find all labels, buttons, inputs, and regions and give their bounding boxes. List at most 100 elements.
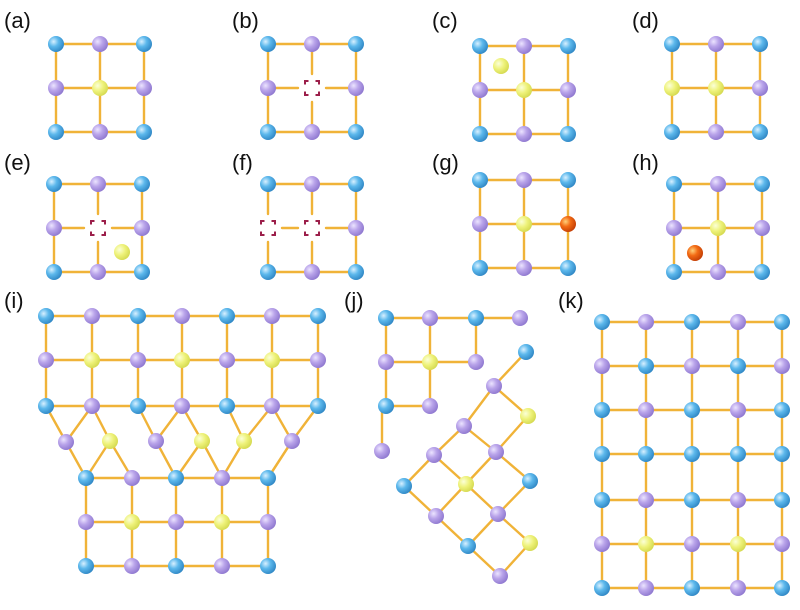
purple-atom-a	[92, 124, 108, 140]
purple-atom-i	[284, 433, 300, 449]
vacancy-marker-f	[304, 220, 320, 236]
blue-atom-i	[38, 398, 54, 414]
purple-atom-j	[490, 506, 506, 522]
yellow-atom-c	[493, 58, 509, 74]
purple-atom-j	[492, 568, 508, 584]
purple-atom-h	[710, 176, 726, 192]
blue-atom-g	[560, 260, 576, 276]
purple-atom-i	[38, 352, 54, 368]
blue-atom-k	[730, 358, 746, 374]
blue-atom-h	[666, 176, 682, 192]
purple-atom-k	[638, 402, 654, 418]
purple-atom-k	[638, 580, 654, 596]
blue-atom-b	[348, 124, 364, 140]
purple-atom-a	[92, 36, 108, 52]
purple-atom-j	[512, 310, 528, 326]
purple-atom-i	[260, 514, 276, 530]
yellow-atom-j	[522, 535, 538, 551]
blue-atom-k	[774, 446, 790, 462]
purple-atom-e	[90, 176, 106, 192]
blue-atom-f	[348, 264, 364, 280]
purple-atom-h	[754, 220, 770, 236]
blue-atom-k	[774, 580, 790, 596]
blue-atom-i	[78, 558, 94, 574]
blue-atom-k	[730, 446, 746, 462]
blue-atom-j	[396, 478, 412, 494]
blue-atom-c	[560, 38, 576, 54]
purple-atom-h	[666, 220, 682, 236]
blue-atom-i	[168, 558, 184, 574]
purple-atom-k	[730, 314, 746, 330]
panel-label-k: (k)	[558, 288, 584, 313]
purple-atom-i	[58, 434, 74, 450]
yellow-atom-k	[730, 536, 746, 552]
vacancy-marker-b	[304, 80, 320, 96]
blue-atom-k	[638, 446, 654, 462]
blue-atom-h	[754, 176, 770, 192]
yellow-atom-i	[264, 352, 280, 368]
blue-atom-b	[348, 36, 364, 52]
purple-atom-i	[130, 352, 146, 368]
panel-label-f: (f)	[232, 150, 253, 175]
purple-atom-g	[516, 260, 532, 276]
vacancy-layer	[90, 80, 320, 236]
yellow-atom-g	[516, 216, 532, 232]
purple-atom-k	[594, 536, 610, 552]
purple-atom-c	[472, 82, 488, 98]
vacancy-marker-e	[90, 220, 106, 236]
purple-atom-j	[374, 443, 390, 459]
purple-atom-f	[348, 220, 364, 236]
purple-atom-g	[472, 216, 488, 232]
purple-atom-i	[214, 470, 230, 486]
purple-atom-d	[708, 124, 724, 140]
purple-atom-k	[638, 492, 654, 508]
yellow-atom-c	[516, 82, 532, 98]
yellow-atom-h	[710, 220, 726, 236]
blue-atom-d	[752, 36, 768, 52]
panel-label-j: (j)	[344, 288, 364, 313]
blue-atom-d	[664, 124, 680, 140]
panel-label-c: (c)	[432, 8, 458, 33]
yellow-atom-i	[236, 433, 252, 449]
purple-atom-k	[684, 358, 700, 374]
yellow-atom-i	[194, 433, 210, 449]
blue-atom-j	[460, 538, 476, 554]
blue-atom-k	[684, 402, 700, 418]
blue-atom-b	[260, 124, 276, 140]
blue-atom-d	[664, 36, 680, 52]
purple-atom-i	[219, 352, 235, 368]
yellow-atom-a	[92, 80, 108, 96]
blue-atom-d	[752, 124, 768, 140]
blue-atom-a	[136, 36, 152, 52]
purple-atom-g	[516, 172, 532, 188]
blue-atom-i	[260, 470, 276, 486]
blue-atom-k	[774, 492, 790, 508]
bond-j	[494, 414, 530, 454]
panel-label-g: (g)	[432, 150, 459, 175]
blue-atom-k	[594, 492, 610, 508]
panel-label-b: (b)	[232, 8, 259, 33]
blue-atom-k	[684, 580, 700, 596]
panel-label-e: (e)	[4, 150, 31, 175]
purple-atom-i	[168, 514, 184, 530]
atom-layer	[38, 36, 790, 596]
purple-atom-i	[174, 398, 190, 414]
purple-atom-i	[310, 352, 326, 368]
purple-atom-k	[638, 314, 654, 330]
yellow-atom-d	[664, 80, 680, 96]
blue-atom-j	[468, 310, 484, 326]
purple-atom-b	[348, 80, 364, 96]
blue-atom-j	[518, 344, 534, 360]
blue-atom-a	[48, 124, 64, 140]
purple-atom-d	[708, 36, 724, 52]
blue-atom-i	[310, 398, 326, 414]
purple-atom-a	[136, 80, 152, 96]
blue-atom-k	[684, 492, 700, 508]
purple-atom-i	[84, 308, 100, 324]
blue-atom-c	[472, 38, 488, 54]
yellow-atom-i	[84, 352, 100, 368]
purple-atom-k	[774, 358, 790, 374]
purple-atom-b	[304, 124, 320, 140]
blue-atom-e	[46, 176, 62, 192]
